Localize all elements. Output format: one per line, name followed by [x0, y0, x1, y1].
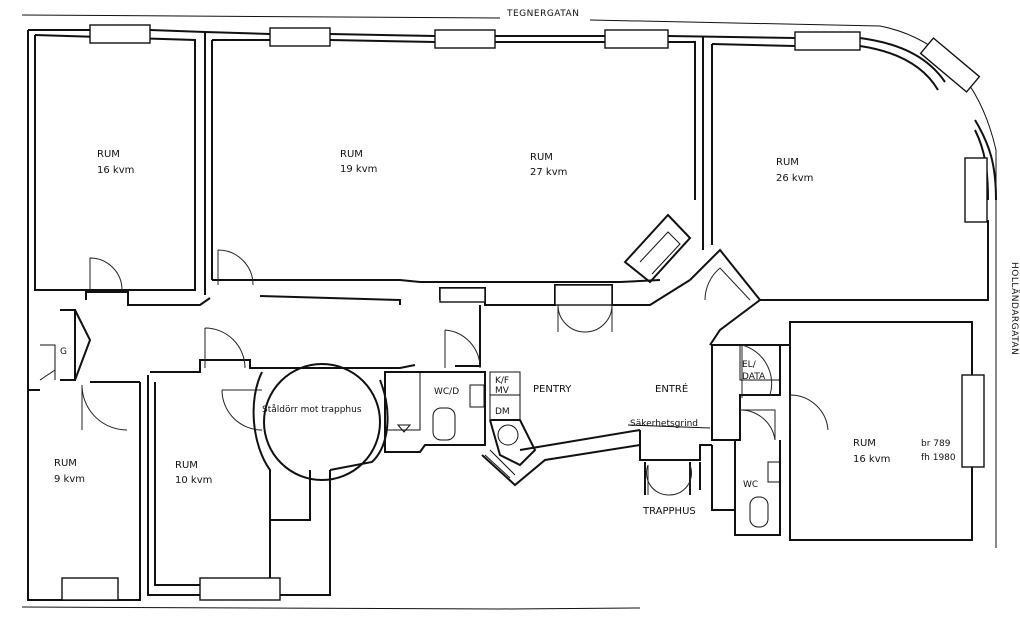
door: [557, 304, 613, 333]
dm-label: DM: [495, 407, 510, 417]
door: [704, 267, 751, 301]
window: [961, 374, 985, 468]
room-name: RUM: [853, 438, 876, 449]
window: [919, 37, 981, 93]
window: [794, 31, 861, 51]
wc-label: WC: [743, 480, 758, 490]
door: [789, 394, 829, 431]
door: [89, 257, 123, 291]
br-label: br 789: [921, 439, 951, 449]
room-area: 26 kvm: [776, 173, 813, 184]
mv-label: MV: [495, 386, 510, 396]
entre-label: ENTRÉ: [655, 382, 688, 395]
room-name: RUM: [530, 152, 553, 163]
windows: [61, 24, 988, 601]
window: [964, 157, 988, 223]
room-name: RUM: [97, 149, 120, 160]
el-label: EL/: [742, 360, 757, 370]
wcd-label: WC/D: [434, 387, 459, 397]
street-name-right: HOLLÄNDARGATAN: [1009, 262, 1020, 355]
sink-icon: [497, 424, 519, 446]
doors: [81, 249, 829, 496]
door: [444, 329, 481, 369]
staldorr-label: Ståldörr mot trapphus: [262, 404, 362, 415]
window: [554, 284, 613, 306]
walls: [27, 29, 997, 601]
door: [217, 249, 254, 286]
window: [61, 577, 119, 601]
window: [269, 27, 331, 47]
door: [204, 327, 246, 369]
window: [199, 577, 281, 601]
toilet-icon: [432, 407, 456, 441]
fixtures: [396, 384, 781, 528]
window: [604, 29, 669, 49]
counter: [484, 449, 516, 479]
trapphus-label: TRAPPHUS: [642, 506, 696, 517]
fh-label: fh 1980: [921, 453, 956, 463]
door: [741, 344, 773, 398]
room-name: RUM: [776, 157, 799, 168]
sink-icon: [767, 461, 781, 483]
window: [439, 287, 486, 303]
room-area: 27 kvm: [530, 167, 567, 178]
data-label: DATA: [742, 372, 766, 382]
drain-icon: [396, 424, 412, 433]
door: [739, 409, 776, 441]
room-area: 9 kvm: [54, 474, 85, 485]
window: [89, 24, 151, 44]
kf-label: K/F: [495, 376, 509, 386]
room-area: 16 kvm: [853, 454, 890, 465]
window: [434, 29, 496, 49]
door: [81, 384, 128, 431]
toilet-icon: [749, 496, 769, 528]
room-area: 19 kvm: [340, 164, 377, 175]
street-name-top: TEGNERGATAN: [506, 9, 579, 19]
door: [645, 464, 693, 496]
room-name: RUM: [175, 460, 198, 471]
pentry-label: PENTRY: [533, 384, 572, 395]
room-name: RUM: [54, 458, 77, 469]
street-edges: [21, 14, 997, 610]
door: [221, 389, 263, 431]
room-area: 10 kvm: [175, 475, 212, 486]
sink-icon: [469, 384, 485, 408]
g-label: G: [60, 347, 67, 357]
room-name: RUM: [340, 149, 363, 160]
sakerhetsgrind-label: Säkerhetsgrind: [630, 419, 698, 429]
room-area: 16 kvm: [97, 165, 134, 176]
